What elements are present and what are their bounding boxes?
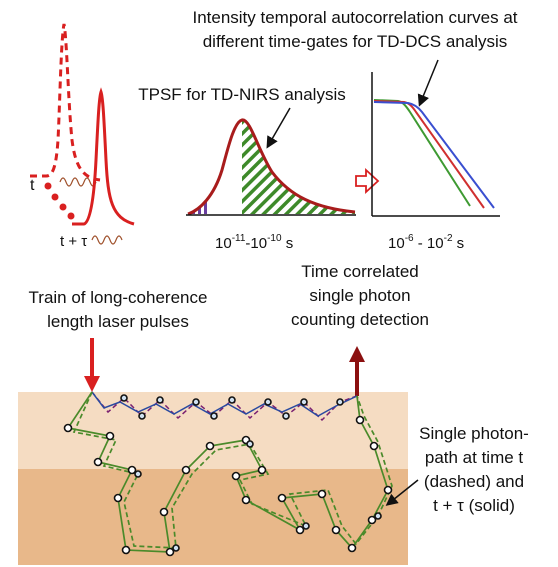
scattering-nodes	[63, 394, 393, 557]
scatter-node	[295, 525, 305, 535]
pulse-t-label: t	[30, 177, 35, 194]
path-pointer-arrow	[385, 479, 419, 506]
scatter-node	[165, 547, 175, 557]
scatter-node	[331, 525, 341, 535]
detection-arrow	[349, 346, 365, 396]
path-caption-line2: path at time t	[425, 448, 524, 467]
scatter-node	[336, 398, 344, 406]
pulse-train-dot	[67, 212, 75, 220]
scatter-node	[63, 423, 73, 433]
scatter-node	[138, 412, 146, 420]
scatter-node	[210, 412, 218, 420]
path-caption-line1: Single photon-	[419, 424, 529, 443]
pulse-t-dashed	[30, 23, 101, 182]
scatter-node	[383, 485, 393, 495]
scatter-node	[282, 412, 290, 420]
dcs-title-line2: different time-gates for TD-DCS analysis	[203, 32, 508, 51]
pulse-train-dot	[59, 203, 67, 211]
pulse-t-tau-label: t + τ	[60, 233, 87, 250]
tissue-medium	[18, 392, 408, 565]
scatter-node	[228, 396, 236, 404]
scatter-node	[277, 493, 287, 503]
tpsf-panel: 10-11-10-10 s	[186, 107, 356, 252]
tpsf-pointer-arrow	[266, 107, 291, 149]
pulse-train-dot	[44, 182, 52, 190]
surface-path-dashed	[91, 391, 358, 422]
scatter-node	[241, 495, 251, 505]
tcspc-caption-line3: counting detection	[291, 310, 429, 329]
scatter-node	[317, 489, 327, 499]
scatter-node	[300, 398, 308, 406]
scatter-node	[367, 515, 377, 525]
scatter-node	[302, 522, 310, 530]
train-caption-line2: length laser pulses	[47, 312, 189, 331]
scatter-node	[231, 471, 241, 481]
tpsf-title: TPSF for TD-NIRS analysis	[138, 85, 346, 104]
scatter-node	[374, 512, 382, 520]
scatter-node	[156, 396, 164, 404]
scatter-node	[121, 545, 131, 555]
surface-photon-path	[91, 391, 358, 422]
scatter-node	[134, 470, 142, 478]
scatter-node	[205, 441, 215, 451]
tpsf-curve	[187, 118, 356, 216]
tcspc-caption-line1: Time correlated	[301, 262, 418, 281]
scatter-node	[347, 543, 357, 553]
scatter-node	[264, 398, 272, 406]
autocorrelation-panel: 10-6 - 10-2 s	[371, 59, 500, 252]
path-caption-line3: (dashed) and	[424, 472, 524, 491]
scatter-node	[369, 441, 379, 451]
train-caption-line1: Train of long-coherence	[29, 288, 208, 307]
corr-pointer-arrow	[417, 59, 439, 107]
input-laser-arrow	[84, 338, 100, 392]
scatter-node	[192, 398, 200, 406]
scatter-node	[181, 465, 191, 475]
scatter-node	[355, 415, 365, 425]
pulse-t-tau-wave	[91, 235, 123, 245]
pulse-train-dot	[51, 193, 59, 201]
scatter-node	[113, 493, 123, 503]
corr-axis-range: 10-6 - 10-2 s	[388, 233, 464, 252]
corr-curve-blue	[373, 101, 495, 209]
corr-curve-red	[373, 100, 485, 209]
corr-curve-green	[373, 99, 471, 207]
scatter-node	[257, 465, 267, 475]
path-caption-line4: t + τ (solid)	[433, 496, 515, 515]
tissue-top-layer	[18, 392, 408, 469]
laser-pulse-train: t t + τ	[30, 23, 135, 250]
transition-arrow-icon	[355, 167, 380, 195]
scatter-node	[172, 544, 180, 552]
surface-path-solid	[91, 391, 358, 417]
tissue-bottom-layer	[18, 469, 408, 565]
tpsf-late-gate	[242, 119, 355, 214]
scatter-node	[159, 507, 169, 517]
tpsf-axis-range: 10-11-10-10 s	[215, 233, 293, 252]
scatter-node	[246, 440, 254, 448]
scatter-node	[93, 457, 103, 467]
tcspc-caption-line2: single photon	[309, 286, 410, 305]
pulse-t-tau-solid	[72, 87, 135, 226]
scatter-node	[127, 465, 137, 475]
dcs-title-line1: Intensity temporal autocorrelation curve…	[192, 8, 517, 27]
pulse-t-wave	[59, 177, 97, 187]
scatter-node	[120, 394, 128, 402]
scatter-node	[105, 431, 115, 441]
